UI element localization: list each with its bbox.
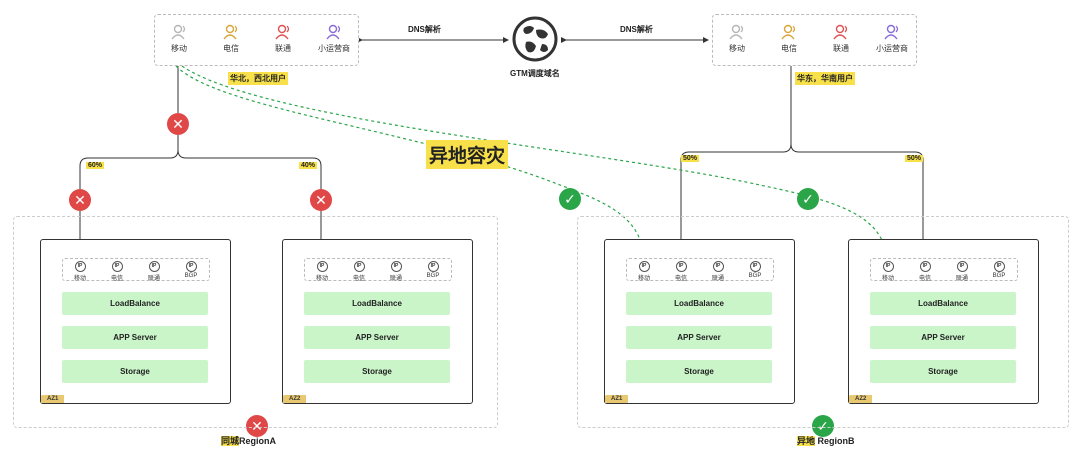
right-user-group: 移动 电信 联通 小运营商 — [712, 14, 917, 66]
region-a-boundary — [13, 216, 498, 428]
storage-layer: Storage — [62, 360, 208, 383]
ip-icon: IP — [712, 261, 724, 272]
region-b-boundary — [577, 216, 1069, 428]
region-a-fail-icon: ✕ — [246, 415, 268, 437]
ip-icon: IP — [316, 261, 328, 272]
storage-layer: Storage — [304, 360, 450, 383]
split-right-az1: 50% — [681, 155, 700, 162]
left-trunk — [77, 66, 179, 257]
region-a-label: 同城RegionA — [221, 436, 277, 446]
az-label: AZ2 — [283, 395, 307, 403]
fail-icon: ✕ — [167, 113, 189, 135]
gtm-globe-icon — [512, 16, 558, 67]
carrier-unicom-left: 联通 — [265, 23, 301, 54]
ip-icon: IP — [427, 261, 439, 272]
carrier-unicom-right: 联通 — [823, 23, 859, 54]
ok-icon: ✓ — [559, 188, 581, 210]
app-server-layer: APP Server — [870, 326, 1016, 349]
failover-path-2 — [181, 65, 889, 256]
right-users-label: 华东，华南用户 — [795, 72, 855, 85]
ip-icon: IP — [353, 261, 365, 272]
ip-icon: IP — [148, 261, 160, 272]
az-label: AZ2 — [849, 395, 873, 403]
ip-icon: IP — [956, 261, 968, 272]
split-left-az1: 60% — [86, 162, 105, 169]
az-label: AZ1 — [41, 395, 65, 403]
user-icon — [171, 24, 186, 40]
user-icon — [781, 24, 796, 40]
ok-icon: ✓ — [797, 188, 819, 210]
user-icon — [884, 24, 899, 40]
dns-label-left: DNS解析 — [408, 25, 441, 34]
ip-icon: IP — [882, 261, 894, 272]
carrier-small-left: 小运营商 — [313, 23, 355, 54]
ip-icon: IP — [993, 261, 1005, 272]
user-icon — [275, 24, 290, 40]
region-b-label: 异地 RegionB — [797, 436, 855, 446]
ip-icon: IP — [919, 261, 931, 272]
carrier-mobile-right: 移动 — [719, 23, 755, 54]
loadbalance-layer: LoadBalance — [62, 292, 208, 315]
carrier-mobile-left: 移动 — [161, 23, 197, 54]
left-branch-az2 — [177, 149, 324, 257]
ip-icon: IP — [675, 261, 687, 272]
ip-icon: IP — [638, 261, 650, 272]
ip-icon: IP — [390, 261, 402, 272]
app-server-layer: APP Server — [626, 326, 772, 349]
split-left-az2: 40% — [299, 162, 318, 169]
ip-icon: IP — [74, 261, 86, 272]
fail-icon: ✕ — [69, 189, 91, 211]
fail-icon: ✕ — [310, 189, 332, 211]
carrier-telecom-left: 电信 — [213, 23, 249, 54]
user-icon — [223, 24, 238, 40]
split-right-az2: 50% — [905, 155, 924, 162]
user-icon — [833, 24, 848, 40]
ip-icon: IP — [749, 261, 761, 272]
user-icon — [729, 24, 744, 40]
user-icon — [326, 24, 341, 40]
carrier-telecom-right: 电信 — [771, 23, 807, 54]
disaster-recovery-label: 异地容灾 — [426, 140, 509, 169]
region-b-ok-icon: ✓ — [812, 415, 834, 437]
loadbalance-layer: LoadBalance — [304, 292, 450, 315]
left-users-label: 华北，西北用户 — [228, 72, 288, 85]
gtm-label: GTM调度域名 — [510, 69, 560, 78]
dns-label-right: DNS解析 — [620, 25, 653, 34]
az-label: AZ1 — [605, 395, 629, 403]
storage-layer: Storage — [626, 360, 772, 383]
left-user-group: 移动 电信 联通 小运营商 — [154, 14, 359, 66]
carrier-small-right: 小运营商 — [871, 23, 913, 54]
loadbalance-layer: LoadBalance — [870, 292, 1016, 315]
ip-icon: IP — [111, 261, 123, 272]
storage-layer: Storage — [870, 360, 1016, 383]
app-server-layer: APP Server — [304, 326, 450, 349]
app-server-layer: APP Server — [62, 326, 208, 349]
ip-icon: IP — [185, 261, 197, 272]
loadbalance-layer: LoadBalance — [626, 292, 772, 315]
